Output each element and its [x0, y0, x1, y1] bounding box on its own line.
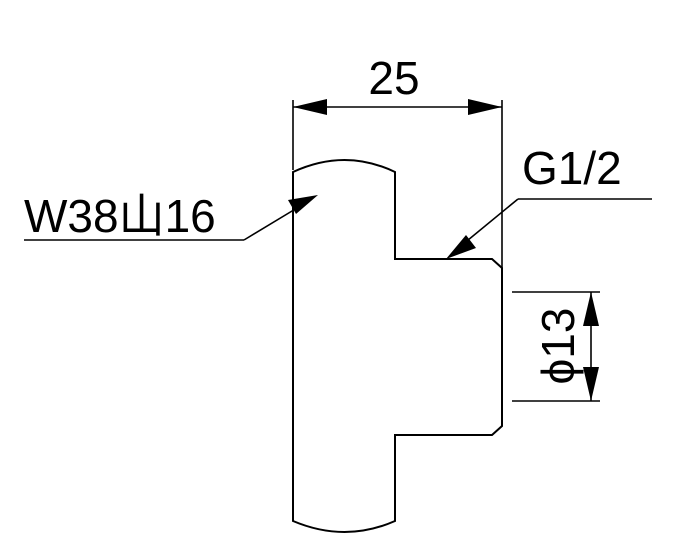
diameter-arrow-top [583, 292, 599, 326]
width-dimension-label: 25 [368, 52, 419, 104]
nut-leader-line [243, 204, 303, 241]
thread-leader-arrow [446, 235, 476, 259]
diameter-dimension-label: ϕ13 [532, 308, 584, 385]
width-arrow-left [293, 99, 327, 115]
thread-label: G1/2 [522, 142, 622, 194]
fitting-outline [292, 159, 503, 533]
nut-label: W38山16 [24, 190, 216, 242]
thread-leader-line [461, 198, 519, 246]
diameter-arrow-bottom [583, 367, 599, 401]
width-arrow-right [468, 99, 502, 115]
nut-leader-arrow [288, 195, 318, 214]
